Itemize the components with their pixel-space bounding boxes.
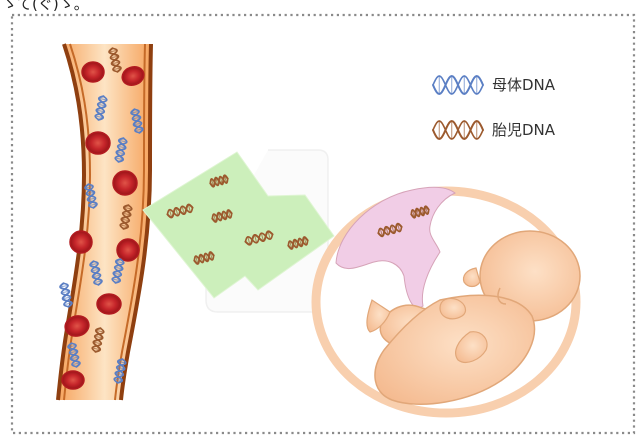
top-text-fragment: ゝて(ぐ)ゝ。	[2, 0, 89, 13]
legend: 母体DNA 胎児DNA	[433, 76, 556, 139]
legend-label-maternal: 母体DNA	[492, 76, 556, 94]
red-blood-cell	[70, 231, 92, 253]
red-blood-cell	[62, 371, 84, 389]
fetal-dna-icon	[433, 121, 483, 139]
dna-helix-icon	[60, 282, 73, 307]
dna-helix-icon	[433, 121, 483, 139]
dna-helix-icon	[433, 76, 483, 94]
red-blood-cell	[82, 62, 104, 82]
red-blood-cell	[117, 239, 139, 261]
red-blood-cell	[113, 171, 137, 195]
red-blood-cell	[86, 132, 110, 154]
legend-item-fetal: 胎児DNA	[433, 121, 556, 139]
legend-item-maternal: 母体DNA	[433, 76, 556, 94]
maternal-dna-icon	[433, 76, 483, 94]
red-blood-cell	[97, 294, 121, 314]
legend-label-fetal: 胎児DNA	[492, 121, 556, 139]
